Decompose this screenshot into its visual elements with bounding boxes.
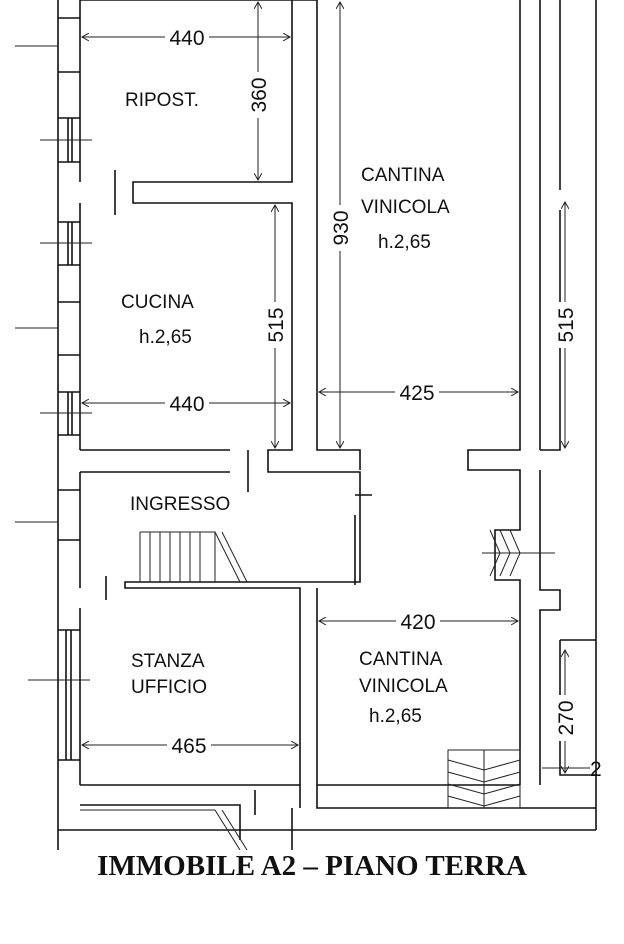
dim-cantina1-depth: 930	[330, 210, 353, 245]
room-cantina1-height: h.2,65	[378, 232, 431, 253]
dim-ripost-width: 440	[169, 27, 204, 50]
dim-right-lower-depth: 270	[555, 700, 578, 735]
dim-cantina1-width: 425	[399, 382, 434, 405]
dim-right-depth: 515	[555, 307, 578, 342]
dim-ripost-depth: 360	[248, 77, 271, 112]
room-stanza-b: UFFICIO	[131, 677, 207, 698]
room-cantina2: CANTINA	[359, 649, 443, 670]
dim-stanza-width: 465	[171, 735, 206, 758]
walls	[15, 0, 597, 850]
room-labels: RIPOST. CUCINA h.2,65 CANTINA VINICOLA h…	[121, 90, 450, 727]
room-stanza: STANZA	[131, 651, 205, 672]
plan-title: IMMOBILE A2 – PIANO TERRA	[97, 850, 527, 882]
dimension-labels: 440 360 930 515 440 425 515 420 465 270 …	[165, 24, 602, 781]
stairs	[80, 529, 521, 850]
room-cantina2-b: VINICOLA	[359, 676, 448, 697]
floor-plan: 440 360 930 515 440 425 515 420 465 270 …	[15, 0, 602, 850]
room-cucina-height: h.2,65	[139, 327, 192, 348]
dim-cucina-width: 440	[169, 393, 204, 416]
dim-partial: 2	[590, 758, 602, 781]
room-ripost: RIPOST.	[125, 90, 199, 111]
dim-cucina-depth: 515	[265, 307, 288, 342]
room-cucina: CUCINA	[121, 292, 194, 313]
dim-cantina2-width: 420	[400, 611, 435, 634]
room-cantina1-b: VINICOLA	[361, 197, 450, 218]
room-cantina2-height: h.2,65	[369, 706, 422, 727]
room-ingresso: INGRESSO	[130, 494, 230, 515]
room-cantina1: CANTINA	[361, 165, 445, 186]
